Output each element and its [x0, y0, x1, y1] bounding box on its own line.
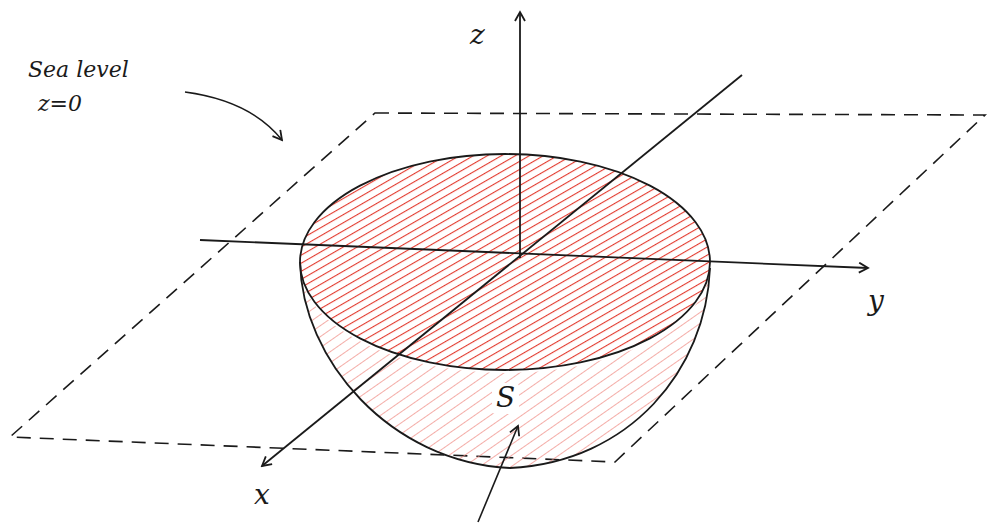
- hemisphere-top-disc: [300, 154, 710, 370]
- plane-label: Sea level: [28, 58, 129, 82]
- axis-label: y: [868, 286, 884, 317]
- sea-level-plane: [10, 113, 985, 462]
- leader-arrow: [478, 426, 518, 522]
- plane-equation: z=0: [38, 92, 82, 116]
- axis-label: z: [470, 20, 485, 51]
- surface-label: S: [492, 383, 519, 414]
- x-axis: [262, 75, 742, 466]
- leader-arrow: [185, 92, 282, 140]
- axis-label: x: [254, 480, 270, 511]
- z-axis: [519, 12, 521, 258]
